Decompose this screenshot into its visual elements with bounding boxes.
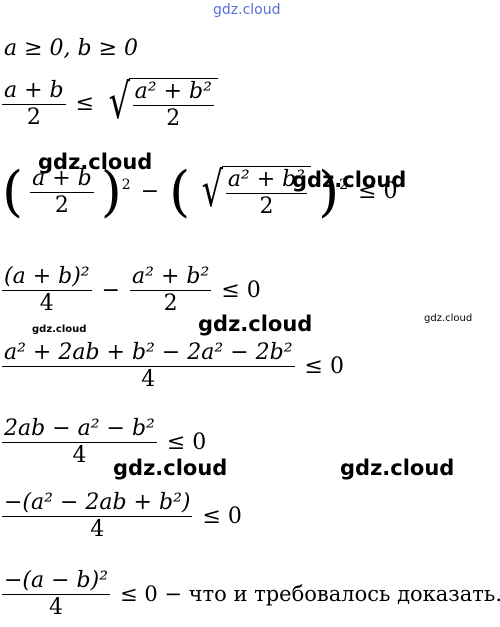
exponent: 2 xyxy=(339,177,349,193)
numerator: a + b xyxy=(4,77,64,103)
right-paren: ) xyxy=(318,160,340,223)
watermark: gdz.cloud xyxy=(340,456,455,480)
fraction-bar xyxy=(2,290,92,291)
numerator: a + b xyxy=(32,165,92,191)
inequality-line-1: a + b 2 ≤ √ a² + b² 2 xyxy=(2,78,218,130)
relation: ≤ 0 xyxy=(166,429,207,455)
right-paren: ) xyxy=(100,160,122,223)
left-paren: ( xyxy=(2,160,24,223)
watermark: gdz.cloud xyxy=(292,168,407,192)
radical-sign: √ xyxy=(108,74,131,130)
watermark: gdz.cloud xyxy=(38,150,153,174)
numerator: −(a − b)² xyxy=(4,568,109,593)
watermark: gdz.cloud xyxy=(113,456,228,480)
inequality-line-6: −(a² − 2ab + b²) 4 ≤ 0 xyxy=(2,492,245,541)
denominator: 2 xyxy=(163,291,178,316)
watermark: gdz.cloud xyxy=(424,313,473,324)
denominator: 2 xyxy=(26,104,41,130)
relation: ≤ xyxy=(75,91,95,116)
denominator: 2 xyxy=(54,192,69,218)
fraction-bar xyxy=(2,442,157,443)
numerator: a² + b² xyxy=(227,167,306,192)
inequality-line-4: a² + 2ab + b² − 2a² − 2b² 4 ≤ 0 xyxy=(2,342,347,391)
relation: ≤ 0 xyxy=(358,179,398,204)
radicand: a² + b² 2 xyxy=(221,166,312,219)
denominator: 4 xyxy=(90,517,105,542)
radical-sign: √ xyxy=(201,162,224,218)
square-root: √ a² + b² 2 xyxy=(104,78,218,130)
fraction-bar xyxy=(2,594,111,595)
exponent: 2 xyxy=(121,177,131,193)
fraction-bar xyxy=(132,105,214,106)
fraction-bar xyxy=(225,193,308,194)
minus-sign: − xyxy=(101,277,121,303)
numerator: a² + b² xyxy=(132,264,210,289)
conclusion-line: −(a − b)² 4 ≤ 0 − что и требовалось дока… xyxy=(2,570,500,619)
numerator: −(a² − 2ab + b²) xyxy=(4,490,191,515)
relation: ≤ 0 xyxy=(202,503,242,529)
denominator: 4 xyxy=(72,443,87,468)
condition-line: a ≥ 0, b ≥ 0 xyxy=(4,36,139,61)
watermark: gdz.cloud xyxy=(32,324,87,335)
denominator: 4 xyxy=(49,595,64,620)
fraction: a + b 2 xyxy=(2,77,66,130)
relation: ≤ 0 xyxy=(304,353,344,379)
fraction-bar xyxy=(2,103,66,105)
fraction-bar xyxy=(2,366,295,367)
denominator: 4 xyxy=(39,291,54,316)
fraction-bar xyxy=(130,290,212,291)
inequality-line-3: (a + b)² 4 − a² + b² 2 ≤ 0 xyxy=(2,266,264,315)
radicand: a² + b² 2 xyxy=(128,78,218,131)
square-root: √ a² + b² 2 xyxy=(197,162,312,219)
inequality-line-5: 2ab − a² − b² 4 ≤ 0 xyxy=(2,418,209,467)
left-paren: ( xyxy=(169,160,191,223)
denominator: 2 xyxy=(166,106,181,131)
fraction-bar xyxy=(2,516,193,517)
numerator: 2ab − a² − b² xyxy=(4,416,155,441)
denominator: 4 xyxy=(141,367,156,392)
numerator: (a + b)² xyxy=(4,264,90,289)
inequality-line-2: ( a + b 2 )2 − ( √ a² + b² 2 )2 ≤ 0 xyxy=(2,165,401,219)
watermark: gdz.cloud xyxy=(198,312,313,336)
watermark-top: gdz.cloud xyxy=(213,2,281,18)
conclusion-text: ≤ 0 − что и требовалось доказать. xyxy=(120,581,500,606)
numerator: a² + b² xyxy=(134,79,212,104)
relation: ≤ 0 xyxy=(221,277,261,303)
fraction-bar xyxy=(30,191,94,193)
denominator: 2 xyxy=(259,194,274,219)
minus-sign: − xyxy=(140,179,160,204)
numerator: a² + 2ab + b² − 2a² − 2b² xyxy=(4,340,293,365)
